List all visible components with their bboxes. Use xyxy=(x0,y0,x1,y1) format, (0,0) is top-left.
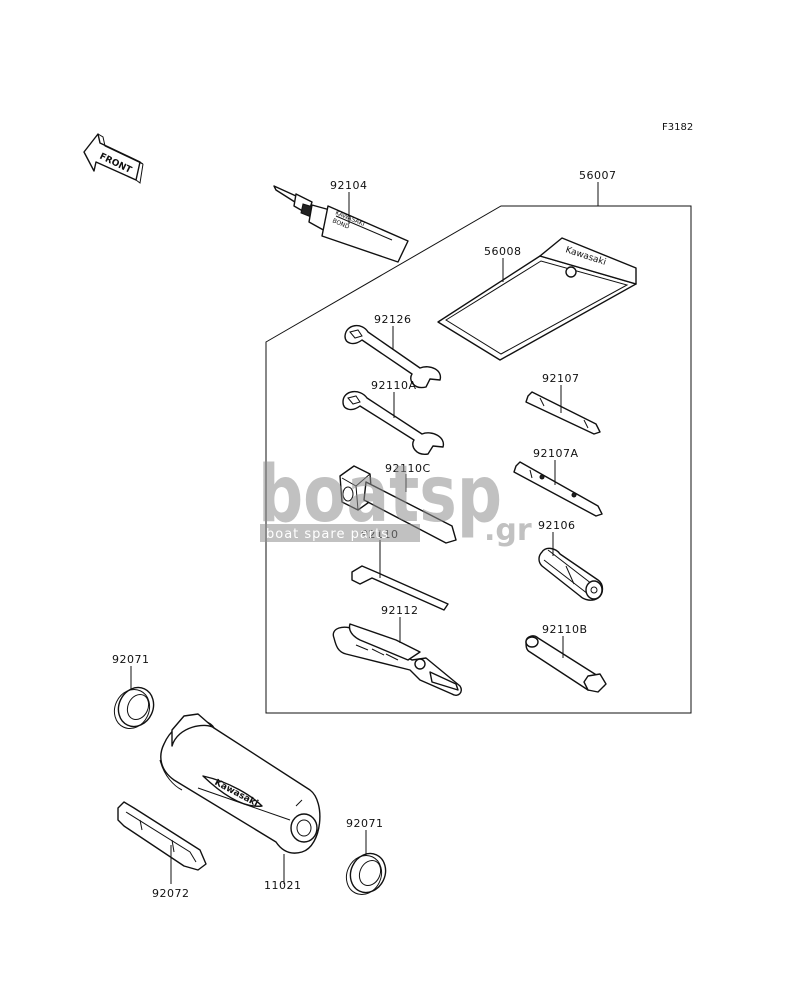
screwdriver-92107 xyxy=(525,391,601,435)
label-92104: 92104 xyxy=(330,179,368,192)
bond-tube: KAWASAKI BOND xyxy=(273,185,409,263)
wrench-92110A xyxy=(342,391,445,455)
rubber-ring-upper xyxy=(113,686,155,729)
front-arrow-icon: FRONT xyxy=(83,133,144,184)
box-spanner-92110B xyxy=(525,635,607,693)
document-pouch: Kawasaki xyxy=(437,237,637,361)
bracket-92072 xyxy=(117,801,207,871)
pliers-92112 xyxy=(332,623,462,696)
label-11021: 11021 xyxy=(264,879,302,892)
rubber-ring-lower xyxy=(345,852,387,895)
label-92110B: 92110B xyxy=(542,623,588,636)
label-92126: 92126 xyxy=(374,313,412,326)
watermark-tagline: boat spare parts xyxy=(266,527,389,542)
tool-kit-boundary xyxy=(265,205,692,714)
label-92110C: 92110C xyxy=(385,462,431,475)
watermark-tagline-bar xyxy=(260,524,420,542)
label-92072: 92072 xyxy=(152,887,190,900)
tool-canister-11021: Kawasaki xyxy=(159,713,321,854)
label-56007: 56007 xyxy=(579,169,617,182)
watermark: boatsp .gr boat spare parts xyxy=(258,450,532,548)
label-92071-lower: 92071 xyxy=(346,817,384,830)
screwdriver-92107A xyxy=(513,461,603,517)
label-92110A: 92110A xyxy=(371,379,417,392)
wrench-92126 xyxy=(344,325,442,389)
plug-wrench-92110C xyxy=(339,465,457,544)
driver-handle-92106 xyxy=(538,547,604,601)
label-92071-upper: 92071 xyxy=(112,653,150,666)
label-56008: 56008 xyxy=(484,245,522,258)
label-92107: 92107 xyxy=(542,372,580,385)
hex-key-92110 xyxy=(351,565,449,611)
label-92106: 92106 xyxy=(538,519,576,532)
label-92112: 92112 xyxy=(381,604,419,617)
figure-code: F3182 xyxy=(662,122,693,133)
watermark-domain: .gr xyxy=(484,513,532,548)
leader-lines xyxy=(130,182,599,884)
label-92107A: 92107A xyxy=(533,447,579,460)
